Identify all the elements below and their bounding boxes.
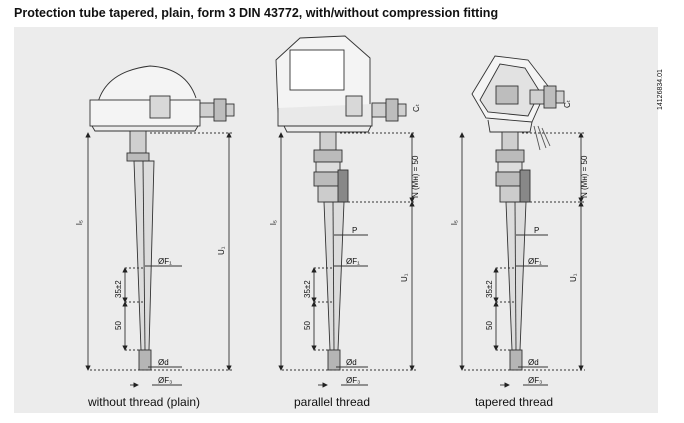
label-50-2: 50 bbox=[303, 321, 312, 330]
label-ct-3: Cₜ bbox=[563, 100, 572, 108]
figure-id: 14126834.01 bbox=[657, 69, 664, 110]
view-parallel-thread bbox=[275, 35, 416, 388]
label-p-3: P bbox=[534, 226, 539, 235]
label-n-2: N (Mн) = 50 bbox=[411, 155, 420, 198]
label-f1-2: ØF₁ bbox=[346, 257, 360, 266]
label-f1-3: ØF₁ bbox=[528, 257, 542, 266]
label-n-3: N (Mн) = 50 bbox=[580, 155, 589, 198]
view-without-thread bbox=[85, 65, 235, 388]
label-35-1: 35±2 bbox=[114, 280, 123, 298]
labels-view-3: l₅ N (Mн) = 50 U₁ Cₜ P ØF₁ 35±2 50 Ød ØF… bbox=[450, 100, 589, 385]
label-ls-2: l₅ bbox=[269, 220, 278, 225]
label-50-1: 50 bbox=[114, 321, 123, 330]
label-35-3: 35±2 bbox=[485, 280, 494, 298]
label-d-3: Ød bbox=[528, 358, 539, 367]
label-p-2: P bbox=[352, 226, 357, 235]
label-50-3: 50 bbox=[485, 321, 494, 330]
label-d-2: Ød bbox=[346, 358, 357, 367]
caption-parallel-thread: parallel thread bbox=[293, 395, 371, 409]
label-ct-2: Cₜ bbox=[412, 104, 421, 112]
label-f3-3: ØF₃ bbox=[528, 376, 542, 385]
label-d-1: Ød bbox=[158, 358, 169, 367]
caption-tapered-thread: tapered thread bbox=[474, 395, 554, 409]
label-u1-2: U₁ bbox=[400, 273, 409, 282]
label-f3-1: ØF₃ bbox=[158, 376, 172, 385]
view-tapered-thread bbox=[459, 55, 585, 388]
labels-view-2: l₅ N (Mн) = 50 U₁ Cₜ P ØF₁ 35±2 50 Ød ØF… bbox=[269, 104, 421, 385]
label-u1-1: U₁ bbox=[217, 246, 226, 255]
labels-view-1: l₅ U₁ ØF₁ 35±2 50 Ød ØF₃ bbox=[75, 220, 226, 385]
label-f3-2: ØF₃ bbox=[346, 376, 360, 385]
label-35-2: 35±2 bbox=[303, 280, 312, 298]
caption-without-thread: without thread (plain) bbox=[87, 395, 201, 409]
label-ls-1: l₅ bbox=[75, 220, 84, 225]
label-f1-1: ØF₁ bbox=[158, 257, 172, 266]
label-ls-3: l₅ bbox=[450, 220, 459, 225]
label-u1-3: U₁ bbox=[569, 273, 578, 282]
figure-title: Protection tube tapered, plain, form 3 D… bbox=[14, 6, 499, 20]
